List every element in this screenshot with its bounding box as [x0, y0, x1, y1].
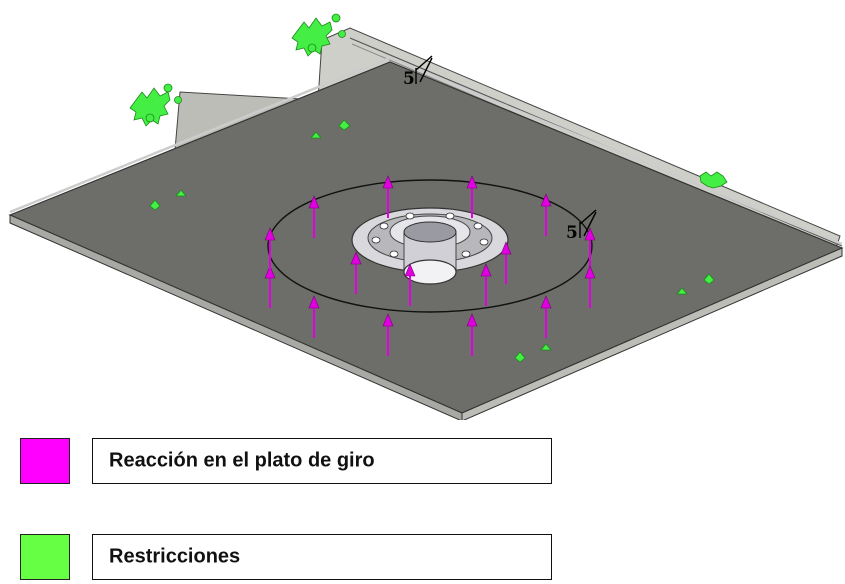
reaction-arrow	[382, 313, 394, 356]
reaction-arrow	[308, 295, 320, 338]
restriction-cluster-right-wall	[291, 13, 346, 57]
turntable-outer-ring	[267, 179, 593, 313]
reaction-arrow	[466, 313, 478, 356]
reaction-arrow	[466, 175, 478, 218]
plate-front-edge	[9, 214, 463, 420]
weld-symbol-ring: 5	[566, 209, 597, 243]
restriction-cluster-left-wall	[129, 83, 182, 127]
legend-label-reaction: Reacción en el plato de giro	[109, 449, 375, 472]
reaction-arrows	[264, 175, 596, 356]
svg-text:5: 5	[566, 223, 578, 243]
reaction-arrow	[350, 251, 362, 294]
reaction-arrow	[264, 265, 276, 308]
reaction-arrow	[540, 193, 552, 236]
svg-text:5: 5	[403, 69, 415, 89]
reaction-arrow	[584, 265, 596, 308]
legend-item-restriction: Restricciones	[92, 534, 552, 580]
plate-right-edge	[461, 247, 843, 420]
reaction-arrow	[584, 227, 596, 270]
legend-item-reaction: Reacción en el plato de giro	[92, 438, 552, 484]
reaction-arrow	[264, 227, 276, 270]
hub-shaft	[403, 259, 457, 285]
reaction-arrow	[404, 263, 416, 306]
reaction-arrow	[500, 241, 512, 284]
legend-label-restriction: Restricciones	[109, 545, 241, 568]
reaction-arrow	[480, 263, 492, 306]
legend-swatch-reaction	[20, 438, 70, 484]
restriction-cluster-right-edge	[699, 171, 728, 189]
restriction-markers-plate	[149, 119, 715, 363]
reaction-arrow	[382, 175, 394, 218]
plate-model-view: 5 5	[8, 13, 844, 420]
reaction-arrow	[540, 295, 552, 338]
weld-symbol-top: 5	[403, 55, 433, 89]
legend-swatch-restriction	[20, 534, 70, 580]
reaction-arrow	[308, 195, 320, 238]
hub-bolt-holes	[371, 212, 489, 258]
